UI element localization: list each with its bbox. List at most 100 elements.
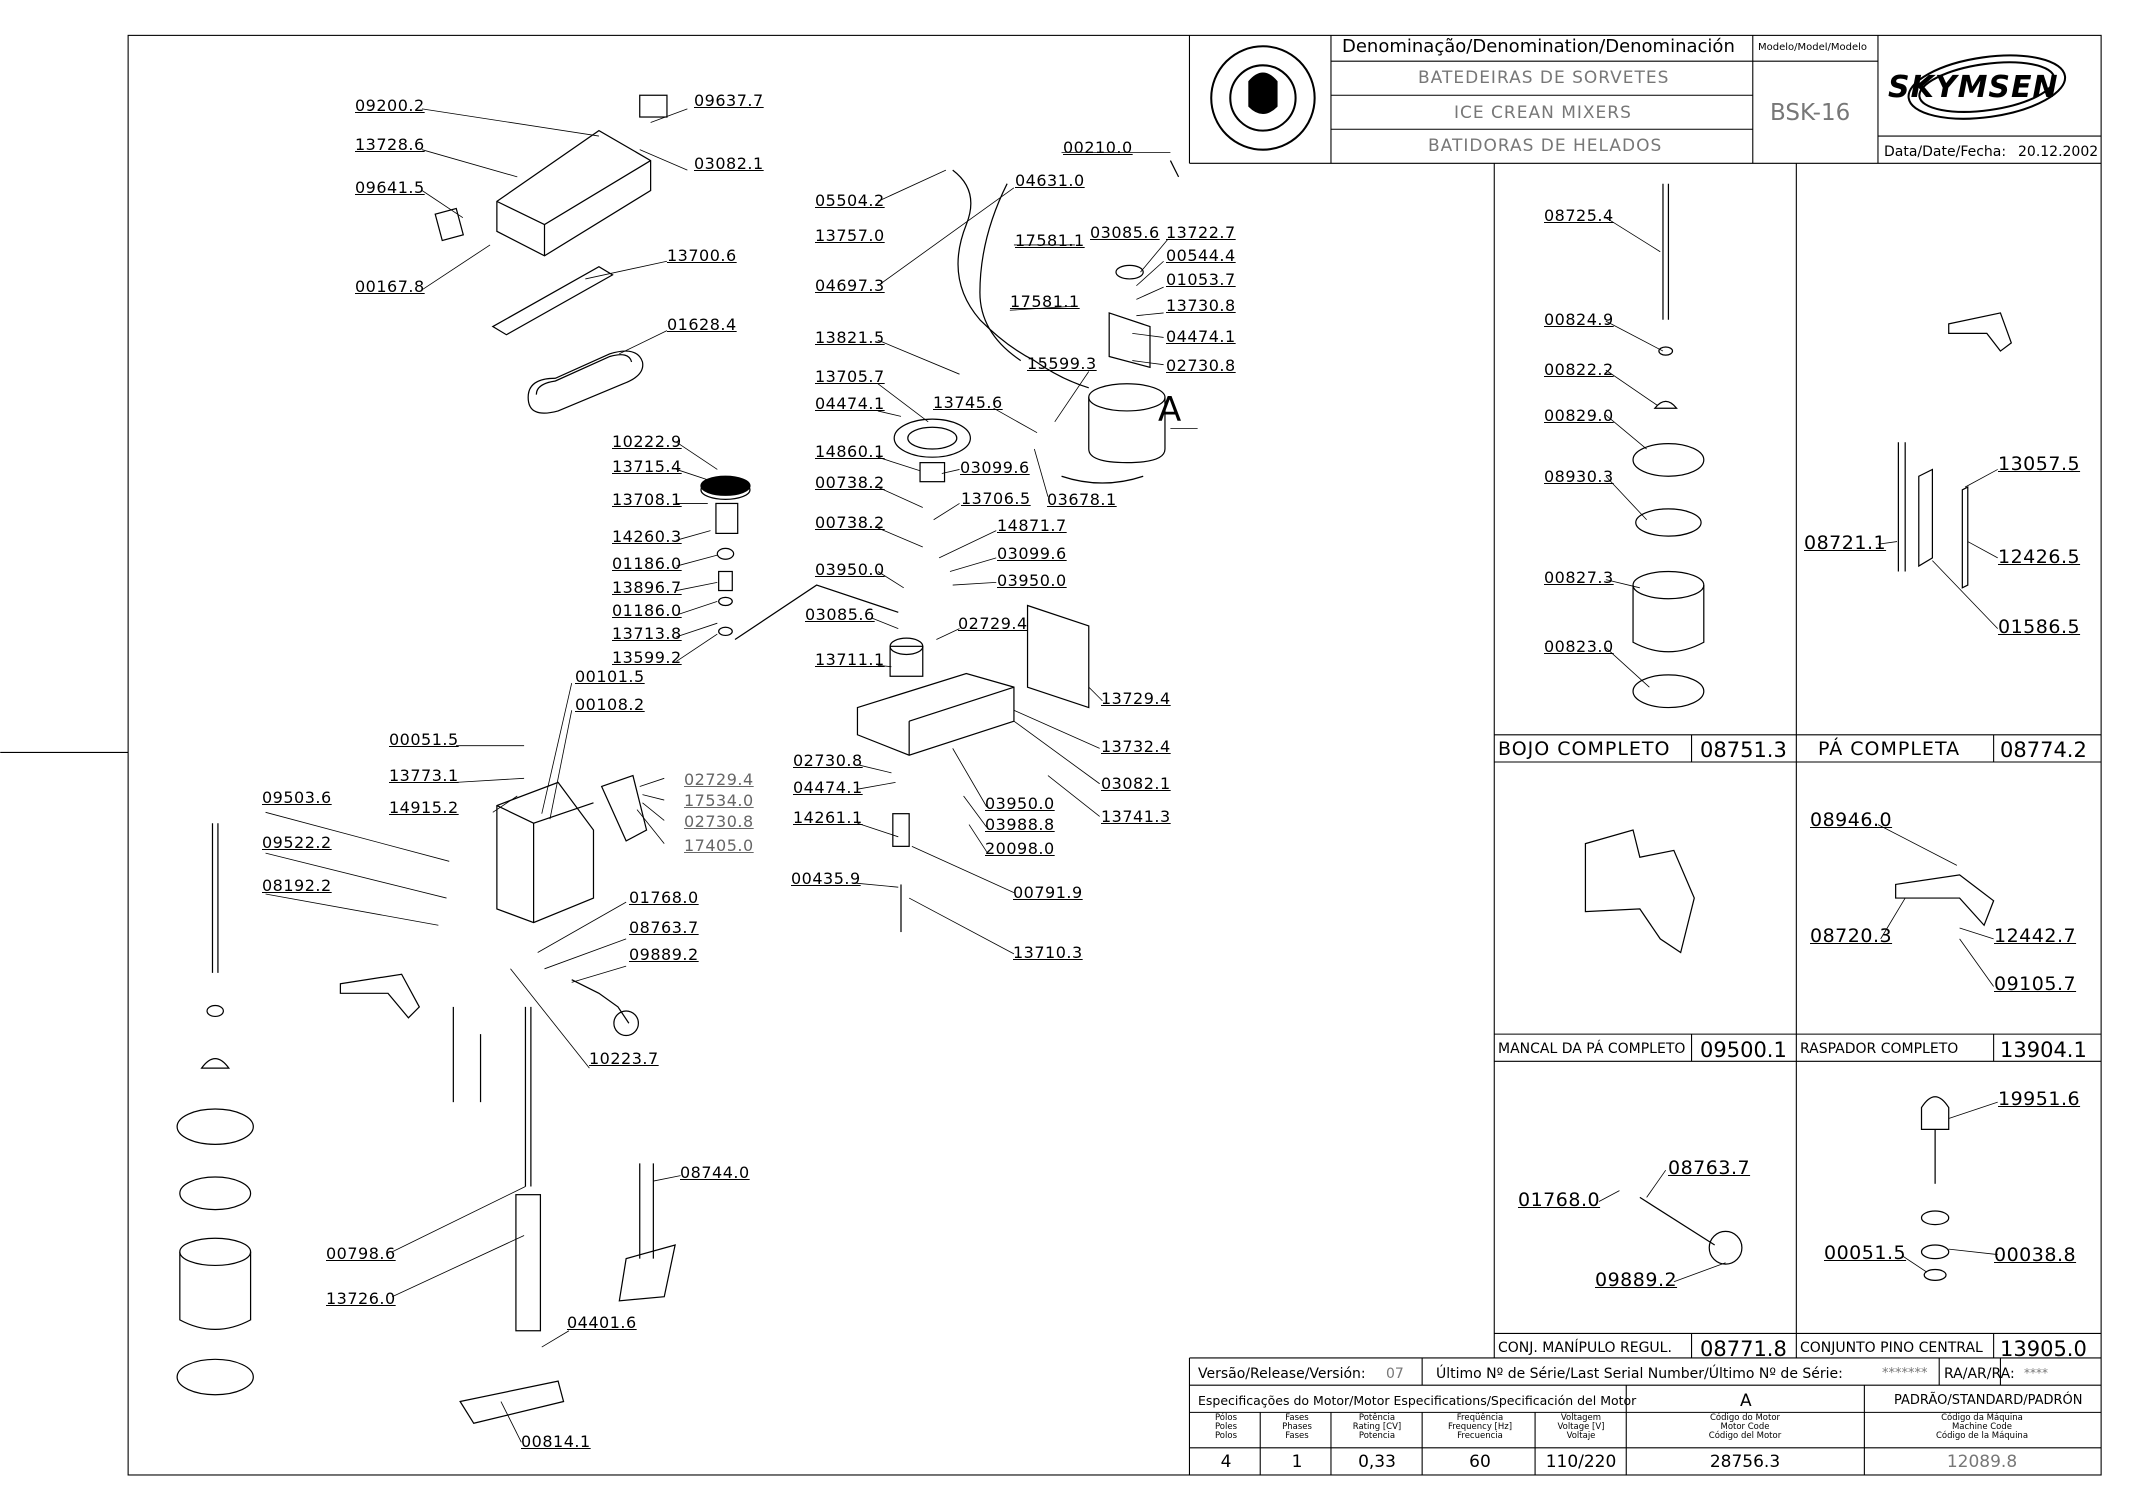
part-label: 02730.8	[684, 812, 754, 831]
assembly-name: RASPADOR COMPLETO	[1800, 1041, 1959, 1057]
part-label: 14871.7	[997, 516, 1067, 535]
part-label: 04401.6	[567, 1313, 637, 1332]
part-label: 03099.6	[960, 458, 1030, 477]
part-label: 00827.3	[1544, 568, 1614, 587]
detail-marker: A	[1158, 390, 1182, 430]
part-label: 00798.6	[326, 1244, 396, 1263]
part-label: 00210.0	[1063, 138, 1133, 157]
spec-value-rating: 0,33	[1358, 1452, 1396, 1472]
part-label: 19951.6	[1998, 1088, 2081, 1110]
spec-value-voltage: 110/220	[1545, 1452, 1617, 1472]
part-label: 08930.3	[1544, 467, 1614, 486]
part-label: 09200.2	[355, 96, 425, 115]
part-label: 00101.5	[575, 667, 645, 686]
spec-value-phases: 1	[1291, 1452, 1303, 1472]
part-label: 13896.7	[612, 578, 682, 597]
part-label: 20098.0	[985, 839, 1055, 858]
part-label: 03085.6	[1090, 223, 1160, 242]
part-label: 17534.0	[684, 791, 754, 810]
spec-value-frequency: 60	[1469, 1452, 1491, 1472]
machine-name-en: ICE CREAN MIXERS	[1454, 103, 1632, 123]
part-label: 08763.7	[1668, 1157, 1751, 1179]
part-label: 01768.0	[1518, 1189, 1601, 1211]
motor-code-letter: A	[1740, 1391, 1752, 1411]
part-label: 01628.4	[667, 315, 737, 334]
part-label: 17581.1	[1010, 292, 1080, 311]
model-header: Modelo/Model/Modelo	[1758, 42, 1868, 53]
part-label: 14260.3	[612, 527, 682, 546]
part-label: 13726.0	[326, 1289, 396, 1308]
assembly-name: PÁ COMPLETA	[1818, 738, 1961, 760]
assembly-code: 08771.8	[1700, 1337, 1787, 1361]
part-label: 13728.6	[355, 135, 425, 154]
part-label: 03082.1	[694, 154, 764, 173]
part-label: 00051.5	[389, 730, 459, 749]
date-label: Data/Date/Fecha:	[1884, 144, 2007, 160]
part-label: 00038.8	[1994, 1244, 2077, 1266]
part-label: 08192.2	[262, 876, 332, 895]
seal-logo-icon	[1210, 45, 1316, 151]
part-label: 08763.7	[629, 918, 699, 937]
assembly-code: 08774.2	[2000, 738, 2087, 762]
model-number: BSK-16	[1770, 100, 1851, 126]
part-label: 15599.3	[1027, 354, 1097, 373]
part-label: 13732.4	[1101, 737, 1171, 756]
serial-label: Último Nº de Série/Last Serial Number/Úl…	[1436, 1366, 1843, 1382]
part-label: 00435.9	[791, 869, 861, 888]
part-label: 00823.0	[1544, 637, 1614, 656]
part-label: 13599.2	[612, 648, 682, 667]
part-label: 13730.8	[1166, 296, 1236, 315]
part-label: 10223.7	[589, 1049, 659, 1068]
part-label: 02730.8	[1166, 356, 1236, 375]
part-label: 13706.5	[961, 489, 1031, 508]
part-label: 09889.2	[629, 945, 699, 964]
part-label: 00738.2	[815, 513, 885, 532]
brand-logo: SKYMSEN	[1888, 70, 2059, 105]
part-label: 00822.2	[1544, 360, 1614, 379]
part-label: 04631.0	[1015, 171, 1085, 190]
part-label: 02730.8	[793, 751, 863, 770]
part-label: 01186.0	[612, 601, 682, 620]
part-label: 03082.1	[1101, 774, 1171, 793]
part-label: 00824.9	[1544, 310, 1614, 329]
part-label: 03950.0	[985, 794, 1055, 813]
part-label: 08720.3	[1810, 925, 1893, 947]
part-label: 12426.5	[1998, 546, 2081, 568]
part-label: 01586.5	[1998, 616, 2081, 638]
denomination-header: Denominação/Denomination/Denominación	[1342, 36, 1735, 57]
part-label: 08744.0	[680, 1163, 750, 1182]
spec-value-motor-code: 28756.3	[1709, 1452, 1781, 1472]
part-label: 00167.8	[355, 277, 425, 296]
serial-value: *******	[1882, 1366, 1928, 1381]
assembly-code: 09500.1	[1700, 1038, 1787, 1062]
motor-spec-label: Especificações do Motor/Motor Especifica…	[1198, 1393, 1637, 1408]
part-label: 08725.4	[1544, 206, 1614, 225]
part-label: 13745.6	[933, 393, 1003, 412]
part-label: 08721.1	[1804, 532, 1887, 554]
part-label: 14261.1	[793, 808, 863, 827]
part-label: 12442.7	[1994, 925, 2077, 947]
part-label: 09889.2	[1595, 1269, 1678, 1291]
part-label: 13741.3	[1101, 807, 1171, 826]
assembly-code: 13905.0	[2000, 1337, 2087, 1361]
part-label: 13821.5	[815, 328, 885, 347]
assembly-name: BOJO COMPLETO	[1498, 738, 1671, 760]
part-label: 03988.8	[985, 815, 1055, 834]
standard-label: PADRÃO/STANDARD/PADRÓN	[1894, 1393, 2083, 1408]
part-label: 09641.5	[355, 178, 425, 197]
part-label: 00051.5	[1824, 1242, 1907, 1264]
release-label: Versão/Release/Versión:	[1198, 1366, 1366, 1382]
part-label: 13713.8	[612, 624, 682, 643]
part-label: 02729.4	[684, 770, 754, 789]
spec-value-poles: 4	[1220, 1452, 1232, 1472]
part-label: 13711.1	[815, 650, 885, 669]
part-label: 17581.1	[1015, 231, 1085, 250]
assembly-code: 08751.3	[1700, 738, 1787, 762]
ra-value: ****	[2024, 1366, 2048, 1380]
